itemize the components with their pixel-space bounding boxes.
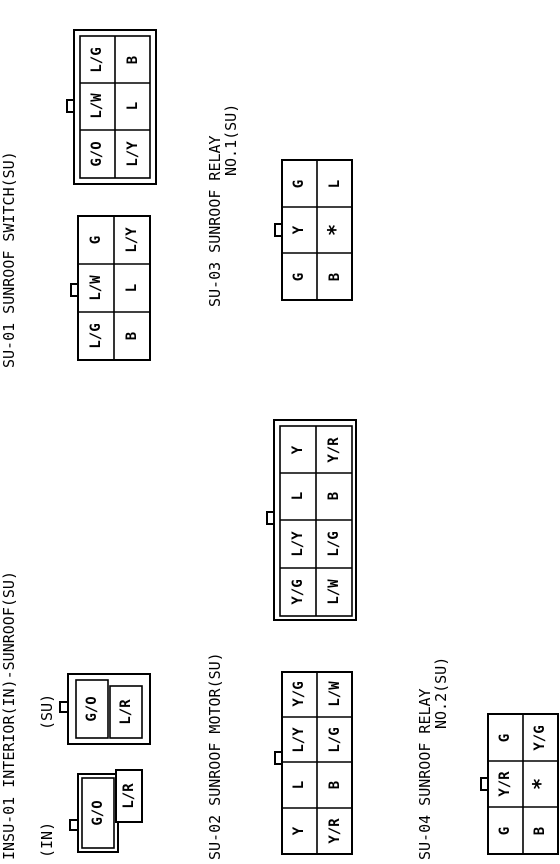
insu01-su-pin-1: G/O bbox=[84, 696, 100, 721]
su02-small-pin: L/Y bbox=[291, 727, 307, 753]
su02-small-pin: L bbox=[291, 781, 307, 789]
insu01-in-pin-1: G/O bbox=[90, 800, 106, 825]
su04-pin: Y/G bbox=[532, 725, 548, 750]
su01-large-pin: L/Y bbox=[125, 141, 141, 167]
su02-large-pin: Y bbox=[290, 445, 306, 454]
su01-large-pin: L bbox=[125, 102, 141, 110]
su01-large-pin: B bbox=[125, 56, 141, 64]
insu01-su-side-label: (SU) bbox=[38, 694, 56, 730]
su01-large-pin: G/O bbox=[89, 141, 105, 166]
su03-connector: G Y G B * L bbox=[274, 159, 353, 301]
su03-title-line2: NO.1(SU) bbox=[222, 104, 240, 176]
su04-pin: * bbox=[528, 778, 552, 790]
su01-small-pin: L bbox=[124, 284, 140, 292]
insu01-in-connector: G/O L/R bbox=[69, 769, 143, 853]
su04-pin: G bbox=[497, 734, 513, 742]
su01-large-pin: L/G bbox=[89, 47, 105, 72]
su04-pin: Y/R bbox=[497, 771, 513, 797]
su01-small-pin: L/G bbox=[88, 323, 104, 348]
su02-small-pin: Y/G bbox=[291, 681, 307, 706]
su02-large-pin: Y/R bbox=[326, 437, 342, 463]
su03-pin: B bbox=[327, 273, 343, 281]
su01-small-pin: L/Y bbox=[124, 227, 140, 253]
insu01-su-connector: G/O L/R bbox=[59, 673, 151, 745]
su03-pin: Y bbox=[291, 225, 307, 234]
su01-small-pin: B bbox=[124, 332, 140, 340]
su04-title-line1: SU-04 SUNROOF RELAY bbox=[416, 688, 434, 860]
su01-small-pin: L/W bbox=[88, 275, 104, 301]
su02-large-pin: L/G bbox=[326, 531, 342, 556]
su02-large-pin: L bbox=[290, 492, 306, 500]
su02-small-pin: Y bbox=[291, 826, 307, 835]
su02-large-pin: L/W bbox=[326, 579, 342, 605]
su04-connector: G Y/R G B * Y/G bbox=[480, 713, 559, 855]
su01-small-connector: L/G L/W G B L L/Y bbox=[70, 215, 151, 361]
su02-small-connector: Y L L/Y Y/G Y/R B L/G L/W bbox=[274, 671, 353, 855]
su03-pin: G bbox=[291, 273, 307, 281]
insu01-in-side-label: (IN) bbox=[38, 822, 56, 858]
su03-pin: G bbox=[291, 180, 307, 188]
insu01-title: INSU-01 INTERIOR(IN)-SUNROOF(SU) bbox=[0, 571, 18, 860]
su04-title-line2: NO.2(SU) bbox=[432, 657, 450, 729]
su02-large-pin: L/Y bbox=[290, 531, 306, 557]
insu01-in-pin-2: L/R bbox=[121, 783, 137, 809]
su02-large-connector: Y/G L/Y L Y L/W L/G B Y/R bbox=[266, 419, 357, 621]
su02-large-pin: B bbox=[326, 492, 342, 500]
su01-title: SU-01 SUNROOF SWITCH(SU) bbox=[0, 151, 18, 368]
su01-small-pin: G bbox=[88, 236, 104, 244]
insu01-su-pin-2: L/R bbox=[118, 699, 134, 725]
su03-pin: * bbox=[323, 224, 347, 236]
su02-small-pin: L/G bbox=[327, 727, 343, 752]
su04-pin: G bbox=[497, 827, 513, 835]
su02-title: SU-02 SUNROOF MOTOR(SU) bbox=[206, 652, 224, 860]
su03-pin: L bbox=[327, 180, 343, 188]
su02-large-pin: Y/G bbox=[290, 579, 306, 604]
su04-pin: B bbox=[532, 827, 548, 835]
su03-title-line1: SU-03 SUNROOF RELAY bbox=[206, 135, 224, 307]
su01-large-connector: G/O L/W L/G L/Y L B bbox=[66, 29, 157, 185]
su02-small-pin: L/W bbox=[327, 681, 343, 707]
su02-small-pin: B bbox=[327, 781, 343, 789]
su01-large-pin: L/W bbox=[89, 93, 105, 119]
su02-small-pin: Y/R bbox=[327, 818, 343, 844]
